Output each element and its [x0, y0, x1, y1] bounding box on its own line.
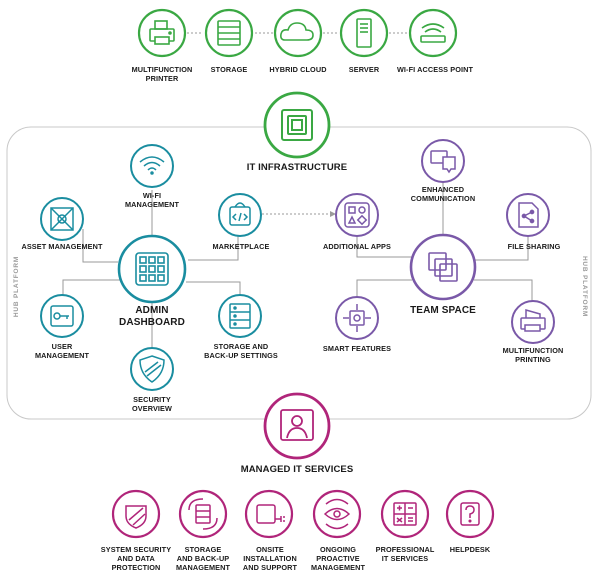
marketplace-node[interactable]	[218, 193, 262, 237]
chat-icon	[430, 150, 456, 174]
user-management-node[interactable]	[40, 294, 84, 338]
system-security-label: SYSTEM SECURITY AND DATA PROTECTION	[100, 545, 172, 572]
storage-backup-settings-node[interactable]	[218, 294, 262, 338]
multifunction-printing-label: MULTIFUNCTION PRINTING	[502, 346, 564, 364]
server-label: SERVER	[348, 65, 380, 74]
storage-settings-icon	[229, 303, 251, 329]
hub-platform-left-label: HUB PLATFORM	[13, 255, 21, 318]
multifunction-printing-node[interactable]	[511, 300, 555, 344]
wifi-access-point-node[interactable]	[408, 8, 458, 58]
onsite-installation-node[interactable]	[244, 489, 294, 539]
security-shield-icon	[125, 505, 147, 529]
managed-it-services-label: MANAGED IT SERVICES	[240, 464, 354, 475]
person-monitor-icon	[280, 409, 314, 441]
admin-dashboard-label: ADMIN DASHBOARD	[119, 305, 185, 328]
wifi-management-node[interactable]	[130, 144, 174, 188]
wifi-icon	[139, 156, 165, 175]
managed-it-services-node[interactable]	[263, 392, 331, 460]
hybrid-cloud-label: HYBRID CLOUD	[269, 65, 327, 74]
printer-node[interactable]	[137, 8, 187, 58]
storage-node[interactable]	[204, 8, 254, 58]
user-management-label: USER MANAGEMENT	[34, 342, 90, 360]
additional-apps-node[interactable]	[335, 193, 379, 237]
user-key-icon	[50, 305, 74, 327]
professional-it-services-label: PROFESSIONAL IT SERVICES	[375, 545, 435, 563]
cloud-icon	[280, 22, 314, 41]
apps-icon	[344, 202, 370, 228]
dashboard-grid-icon	[135, 252, 169, 286]
asset-management-label: ASSET MANAGEMENT	[21, 242, 103, 251]
asset-icon	[50, 207, 74, 231]
eye-refresh-icon	[323, 498, 351, 530]
hybrid-cloud-node[interactable]	[273, 8, 323, 58]
wifi-access-point-label: WI-FI ACCESS POINT	[396, 65, 474, 74]
storage-backup-settings-label: STORAGE AND BACK-UP SETTINGS	[204, 342, 278, 360]
question-icon	[460, 502, 480, 526]
smart-chip-icon	[343, 304, 371, 332]
professional-it-services-node[interactable]	[380, 489, 430, 539]
wifi-management-label: WI-FI MANAGEMENT	[124, 191, 180, 209]
team-space-hub[interactable]	[409, 233, 477, 301]
asset-management-node[interactable]	[40, 197, 84, 241]
storage-label: STORAGE	[210, 65, 248, 74]
helpdesk-label: HELPDESK	[449, 545, 491, 554]
smart-features-label: SMART FEATURES	[322, 344, 392, 353]
shield-icon	[139, 355, 165, 383]
it-infrastructure-label: IT INFRASTRUCTURE	[246, 162, 348, 173]
printing-icon	[520, 309, 546, 332]
security-overview-node[interactable]	[130, 347, 174, 391]
printer-icon	[149, 20, 175, 45]
server-icon	[356, 18, 372, 48]
install-plug-icon	[256, 504, 285, 524]
marketplace-bag-icon	[229, 202, 251, 226]
system-security-node[interactable]	[111, 489, 161, 539]
storage-backup-management-label: STORAGE AND BACK-UP MANAGEMENT	[175, 545, 231, 572]
ongoing-management-label: ONGOING PROACTIVE MANAGEMENT	[310, 545, 366, 572]
file-sharing-node[interactable]	[506, 193, 550, 237]
team-space-label: TEAM SPACE	[410, 305, 476, 316]
backup-icon	[188, 498, 218, 530]
enhanced-communication-label: ENHANCED COMMUNICATION	[410, 185, 476, 203]
printer-label: MULTIFUNCTION PRINTER	[131, 65, 193, 83]
it-infrastructure-node[interactable]	[263, 91, 331, 159]
smart-features-node[interactable]	[335, 296, 379, 340]
admin-dashboard-hub[interactable]	[117, 234, 187, 304]
team-space-icon	[428, 252, 458, 282]
team-spokes	[356, 181, 533, 301]
storage-icon	[217, 20, 241, 46]
onsite-installation-label: ONSITE INSTALLATION AND SUPPORT	[242, 545, 298, 572]
file-sharing-label: FILE SHARING	[507, 242, 561, 251]
storage-backup-management-node[interactable]	[178, 489, 228, 539]
marketplace-label: MARKETPLACE	[212, 242, 270, 251]
ongoing-management-node[interactable]	[312, 489, 362, 539]
helpdesk-node[interactable]	[445, 489, 495, 539]
server-node[interactable]	[339, 8, 389, 58]
hub-platform-right-label: HUB PLATFORM	[581, 255, 589, 318]
enhanced-communication-node[interactable]	[421, 139, 465, 183]
router-icon	[420, 23, 446, 43]
file-share-icon	[518, 202, 539, 228]
calculator-icon	[393, 502, 417, 526]
security-overview-label: SECURITY OVERVIEW	[132, 395, 172, 413]
infrastructure-icon	[281, 109, 313, 141]
additional-apps-label: ADDITIONAL APPS	[323, 242, 391, 251]
